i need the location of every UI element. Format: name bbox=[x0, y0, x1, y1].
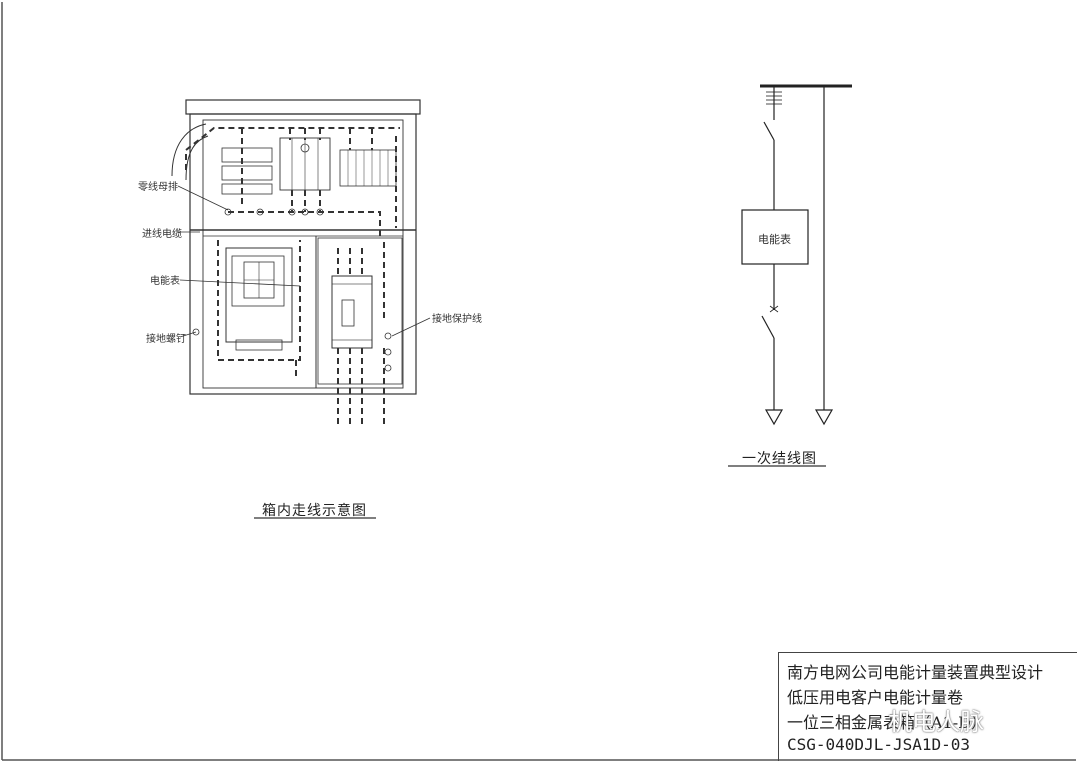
isolator-hatch bbox=[766, 91, 782, 105]
single-line-meter-label: 电能表 bbox=[758, 233, 791, 246]
label-ground-bolt: 接地螺钉 bbox=[146, 334, 186, 345]
caption-single-line: 一次结线图 bbox=[742, 451, 817, 467]
leader-lines bbox=[177, 185, 431, 338]
ground-symbol-1 bbox=[764, 409, 784, 426]
upper-wiring bbox=[185, 127, 400, 240]
label-busbar: 零线母排 bbox=[138, 182, 178, 193]
meter-box-diagram bbox=[171, 99, 421, 424]
breaker bbox=[331, 275, 373, 349]
caption-box-wiring: 箱内走线示意图 bbox=[262, 503, 367, 519]
switch-upper bbox=[763, 121, 775, 141]
title-line-3: 一位三相金属表箱（A1-D） bbox=[787, 713, 987, 732]
meter-block bbox=[741, 209, 809, 265]
box-roof bbox=[185, 99, 421, 115]
terminal-strip bbox=[339, 149, 397, 187]
meter-wiring bbox=[217, 240, 301, 376]
title-line-4: CSG-040DJL-JSA1D-03 bbox=[787, 735, 971, 754]
label-incoming-cable: 进线电缆 bbox=[142, 229, 182, 240]
breaker-compartment bbox=[317, 237, 403, 385]
box-inner-frame bbox=[202, 119, 404, 389]
title-line-1: 南方电网公司电能计量装置典型设计 bbox=[787, 663, 1044, 682]
outgoing-wiring bbox=[337, 242, 385, 424]
watermark: 机电人脉 bbox=[888, 708, 984, 736]
ground-symbol-2 bbox=[814, 409, 834, 426]
label-ground-wire: 接地保护线 bbox=[432, 314, 482, 325]
switch-lower bbox=[761, 315, 775, 339]
title-block: 南方电网公司电能计量装置典型设计 低压用电客户电能计量卷 一位三相金属表箱（A1… bbox=[778, 652, 1077, 761]
title-line-2: 低压用电客户电能计量卷 bbox=[787, 688, 964, 707]
energy-meter bbox=[225, 247, 293, 343]
label-meter: 电能表 bbox=[150, 276, 180, 287]
box-body bbox=[189, 113, 417, 395]
single-line-diagram bbox=[741, 84, 852, 426]
